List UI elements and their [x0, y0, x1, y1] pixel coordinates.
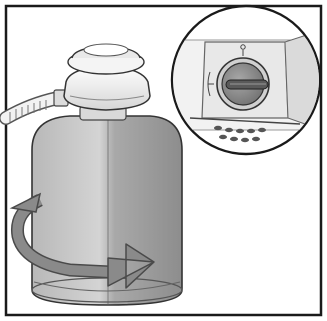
detail-inset: [170, 6, 322, 154]
regulator: [64, 44, 150, 110]
rotary-knob: [217, 58, 269, 110]
